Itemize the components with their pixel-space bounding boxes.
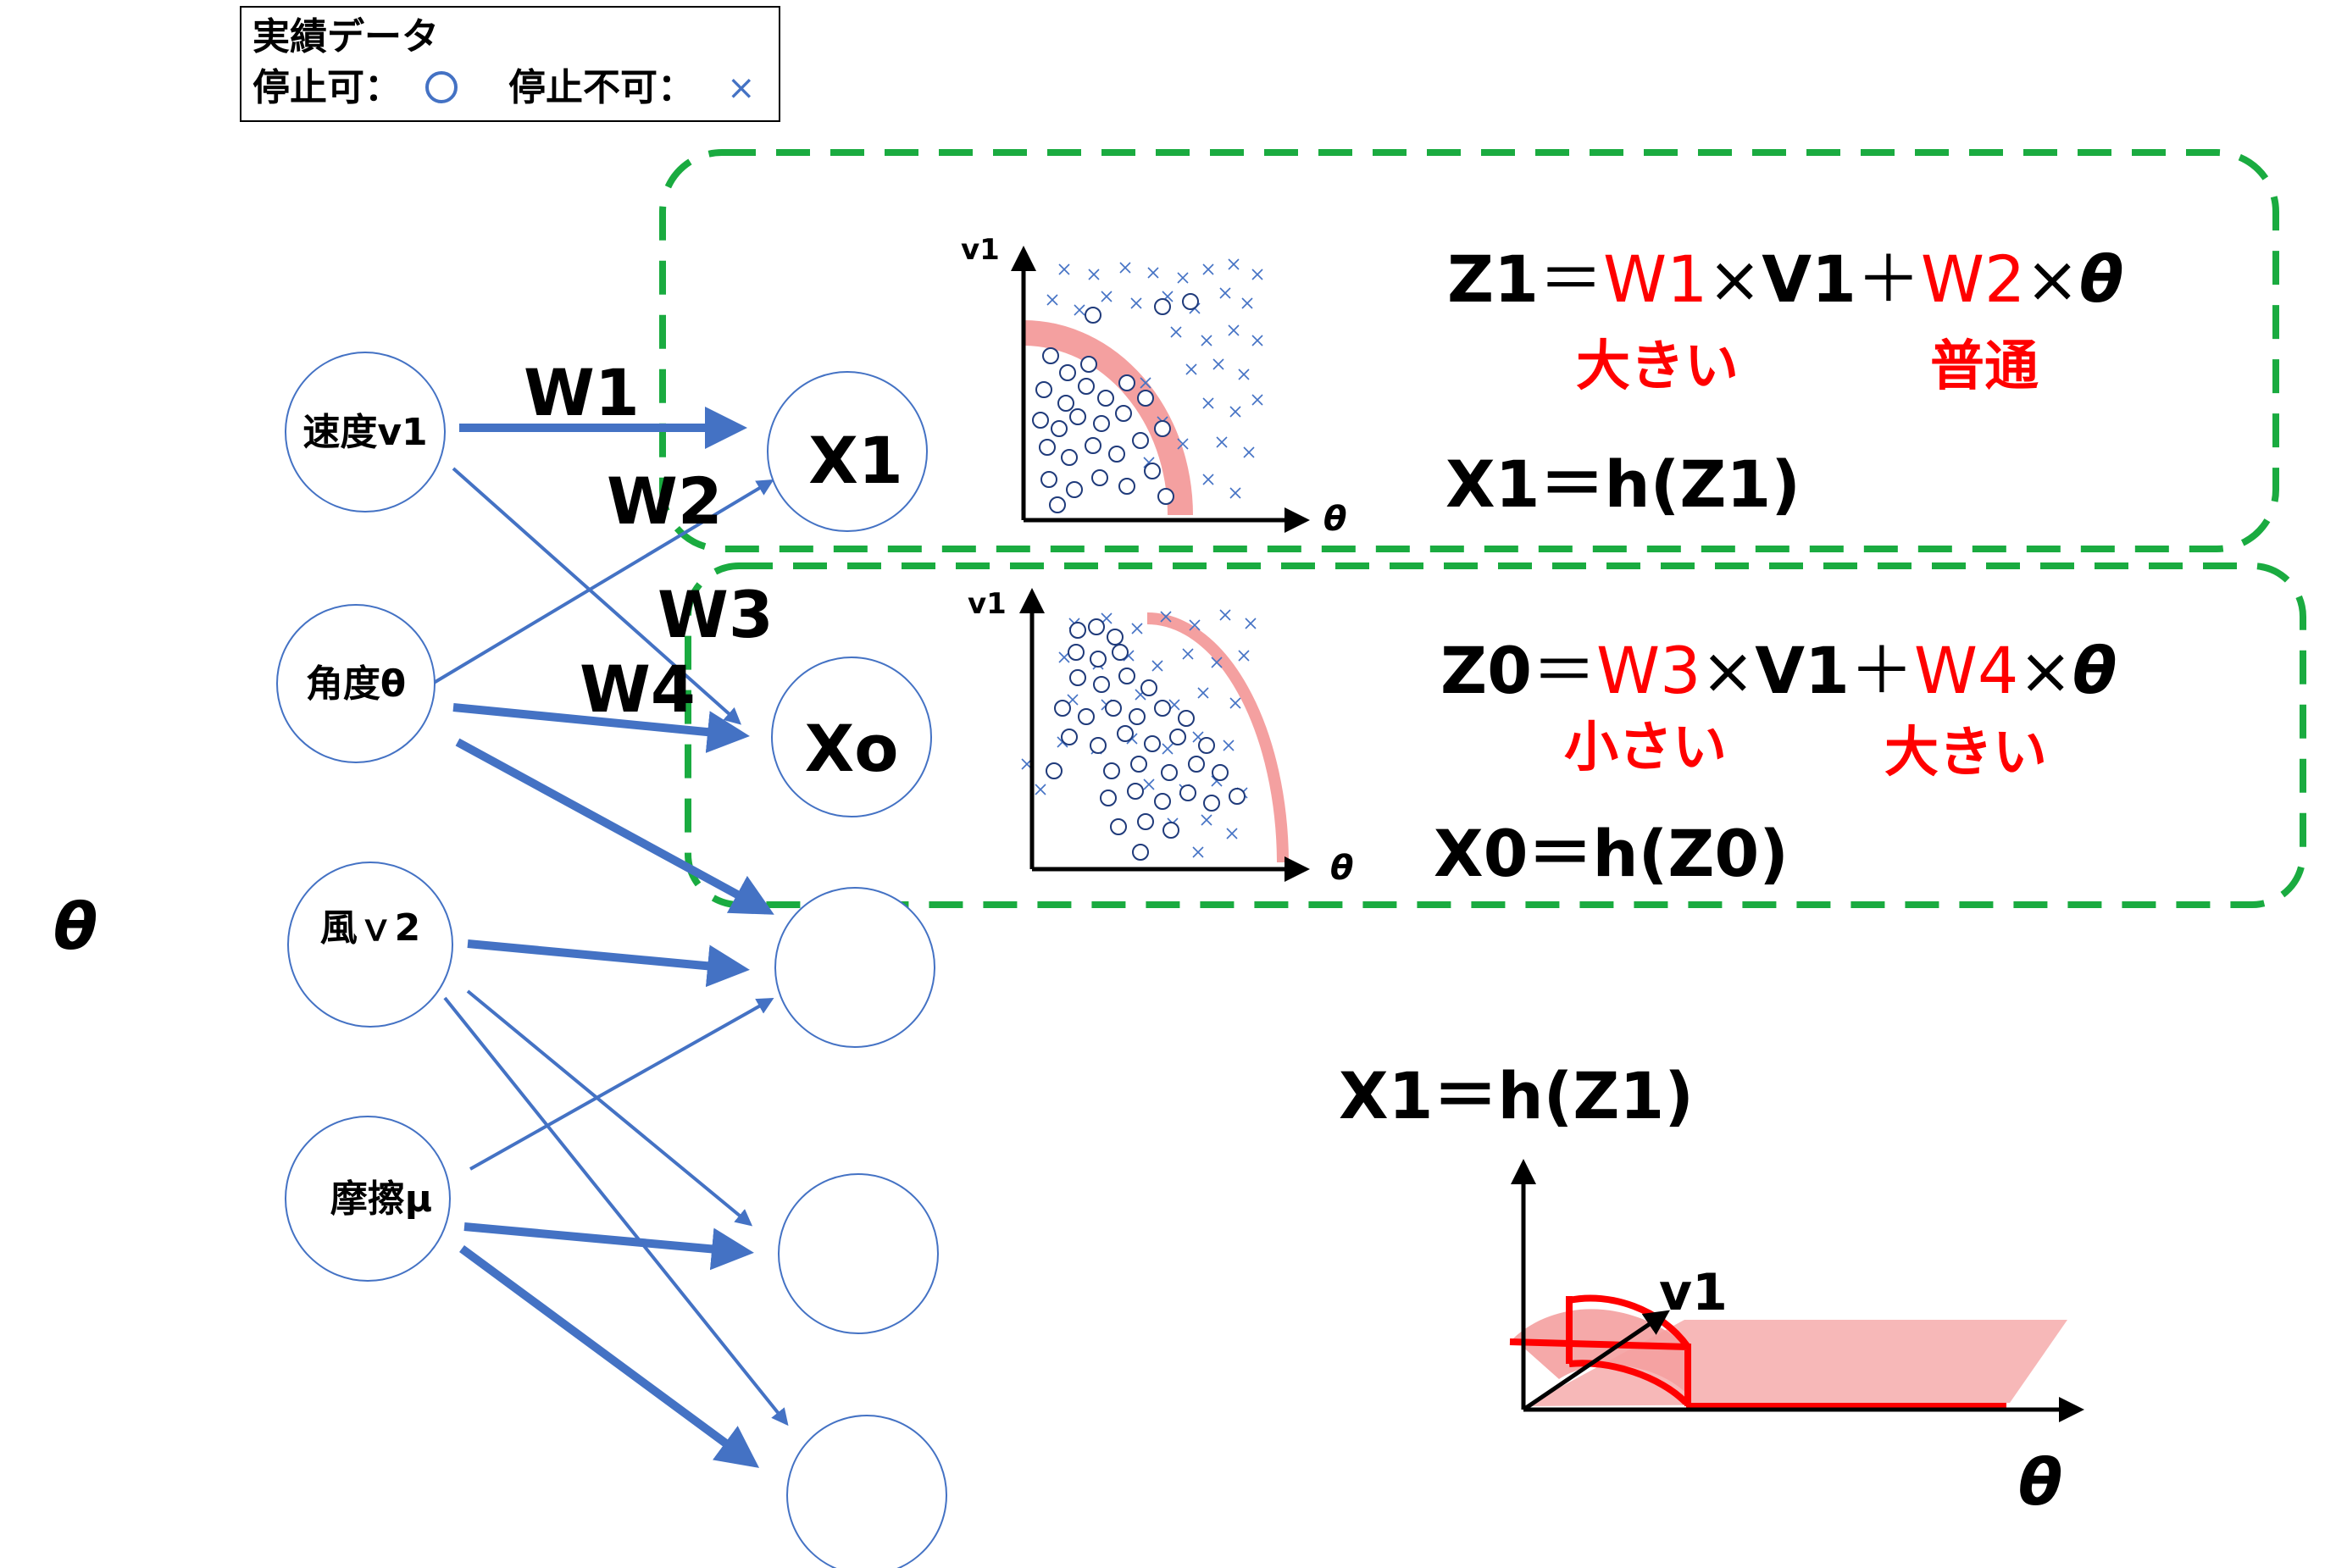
surface-red-edges bbox=[1509, 1294, 2006, 1410]
hidden-node-4 bbox=[778, 1173, 939, 1334]
panel-2-border bbox=[685, 562, 2306, 908]
surface-eq: X1＝h(Z1) bbox=[1339, 1058, 1694, 1133]
scatter-2-crosses bbox=[1021, 609, 1257, 858]
edge-mu-h4 bbox=[463, 1222, 754, 1271]
edge-mu-h5 bbox=[459, 1244, 760, 1468]
weight-label-w3: W3 bbox=[658, 577, 774, 652]
hidden-node-x1 bbox=[767, 371, 928, 532]
panel-2-note-a: 小さい bbox=[1564, 717, 1727, 779]
edge-v1-xo bbox=[452, 467, 741, 725]
legend-stop-ng: 停止不可： bbox=[508, 66, 695, 109]
panel-2-equations: Z0＝W3×V1＋W4×θ 小さい 大きい X0＝h(Z0) bbox=[1434, 633, 2117, 891]
legend-box bbox=[240, 6, 780, 122]
scatter-2-y-label: v1 bbox=[968, 587, 1007, 621]
legend-stop-ok: 停止可： bbox=[252, 66, 402, 109]
scatter-2-circles bbox=[1046, 618, 1246, 861]
panel-1-note-b: 普通 bbox=[1930, 335, 2039, 398]
panel-1-eq-x: X1＝h(Z1) bbox=[1445, 446, 1801, 522]
input-layer: 速度v1 角度θ 風ｖ2 摩擦μ bbox=[276, 352, 453, 1282]
stop-ok-marker-icon bbox=[425, 71, 458, 103]
legend-title: 実績データ bbox=[252, 15, 439, 58]
scatter-1-y-label: v1 bbox=[961, 233, 1000, 267]
input-node-speed-label: 速度v1 bbox=[302, 411, 427, 454]
hidden-node-xo bbox=[771, 657, 932, 817]
edge-theta-x1 bbox=[432, 479, 774, 684]
panel-1-equations: Z1＝W1×V1＋W2×θ 大きい 普通 X1＝h(Z1) bbox=[1445, 241, 2123, 522]
surface-theta-label: θ bbox=[2018, 1444, 2062, 1520]
panel-2-eq-x: X0＝h(Z0) bbox=[1434, 816, 1789, 891]
hidden-layer: X1 Xo bbox=[767, 371, 947, 1568]
legend: 実績データ 停止可： 停止不可： × bbox=[240, 6, 780, 122]
surface-plot: X1＝h(Z1) v1 θ bbox=[1339, 1058, 2084, 1520]
panel-2-note-b: 大きい bbox=[1884, 722, 2047, 784]
weight-label-w4: W4 bbox=[580, 651, 696, 727]
connections bbox=[432, 407, 789, 1468]
edge-wind-h3 bbox=[467, 939, 750, 988]
input-node-wind bbox=[287, 862, 453, 1028]
side-theta-label: θ bbox=[53, 889, 97, 964]
scatter-1-circles bbox=[1032, 293, 1199, 513]
surface-v-label: v1 bbox=[1659, 1263, 1728, 1322]
input-node-friction-label: 摩擦μ bbox=[330, 1177, 432, 1221]
input-node-friction bbox=[285, 1116, 451, 1282]
scatter-2-band bbox=[1146, 612, 1289, 863]
edge-theta-h3 bbox=[455, 738, 774, 915]
edge-wind-h4 bbox=[466, 989, 753, 1227]
scatter-1-x-label: θ bbox=[1323, 500, 1346, 539]
weight-labels: W1 W2 W3 W4 bbox=[524, 355, 774, 727]
scatter-2-x-label: θ bbox=[1330, 849, 1353, 888]
scatter-2: v1 θ bbox=[968, 587, 1353, 888]
panel-1-note-a: 大きい bbox=[1576, 335, 1739, 398]
hidden-node-5 bbox=[786, 1415, 947, 1568]
hidden-node-3 bbox=[774, 887, 935, 1048]
input-node-angle-label: 角度θ bbox=[306, 662, 406, 706]
weight-label-w2: W2 bbox=[607, 463, 723, 539]
panel-2-eq-z: Z0＝W3×V1＋W4×θ bbox=[1440, 633, 2117, 708]
surface-v-axis bbox=[1522, 1310, 1670, 1412]
stop-ng-marker-icon: × bbox=[727, 69, 756, 108]
edge-mu-h3 bbox=[469, 998, 774, 1171]
input-node-wind-label: 風ｖ2 bbox=[320, 906, 421, 950]
panel-1-eq-z: Z1＝W1×V1＋W2×θ bbox=[1447, 241, 2123, 317]
input-node-speed bbox=[285, 352, 446, 513]
input-node-angle bbox=[276, 604, 436, 763]
hidden-node-x1-label: X1 bbox=[808, 423, 902, 498]
hidden-node-xo-label: Xo bbox=[805, 711, 899, 786]
weight-label-w1: W1 bbox=[524, 355, 640, 430]
scatter-1-crosses bbox=[1046, 258, 1263, 499]
edge-wind-h5 bbox=[443, 996, 789, 1427]
edge-theta-xo bbox=[452, 703, 750, 754]
scatter-1: v1 θ bbox=[961, 233, 1346, 539]
